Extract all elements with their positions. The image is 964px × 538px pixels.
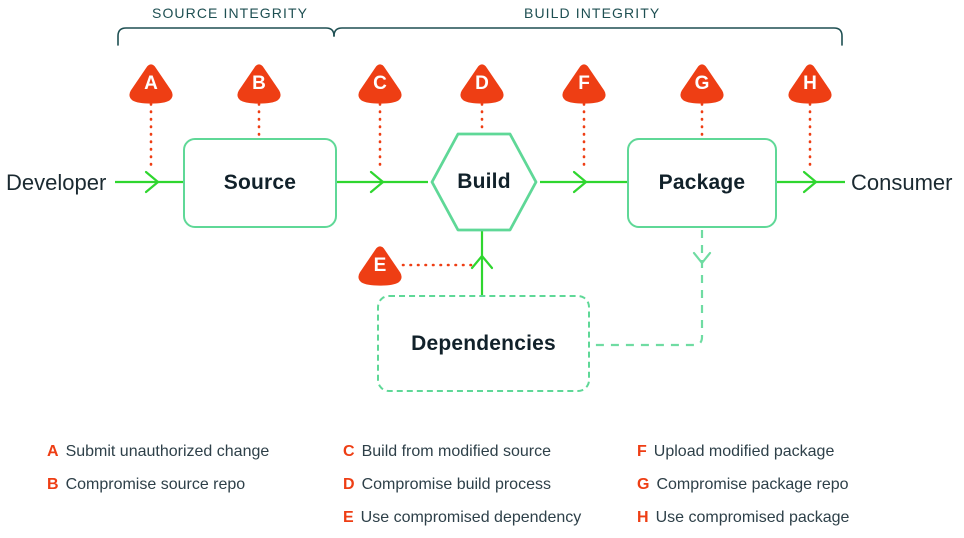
warning-triangle-icon	[129, 64, 173, 104]
warning-triangle-icon	[788, 64, 832, 104]
node-dependencies-label: Dependencies	[411, 331, 556, 355]
legend-item-b: B Compromise source repo	[47, 476, 245, 494]
legend-text-a: Submit unauthorized change	[65, 443, 270, 460]
warning-triangle-icon	[358, 246, 402, 286]
legend-text-g: Compromise package repo	[656, 476, 849, 493]
legend-key-h: H	[637, 509, 649, 526]
bracket-build-integrity	[333, 27, 843, 46]
legend-key-f: F	[637, 443, 647, 460]
warning-triangle-icon	[680, 64, 724, 104]
legend-key-c: C	[343, 443, 355, 460]
legend-key-a: A	[47, 443, 59, 460]
node-dependencies[interactable]: Dependencies	[377, 295, 590, 392]
legend-item-e: E Use compromised dependency	[343, 509, 581, 527]
flow-package-to-consumer	[777, 170, 845, 194]
legend-item-a: A Submit unauthorized change	[47, 443, 269, 461]
legend-key-e: E	[343, 509, 354, 526]
threat-marker-h-letter: H	[803, 73, 817, 94]
legend-text-d: Compromise build process	[361, 476, 551, 493]
bracket-source-integrity	[117, 27, 335, 46]
actor-developer: Developer	[6, 170, 107, 195]
actor-consumer: Consumer	[851, 170, 953, 195]
threat-marker-e[interactable]: E	[357, 244, 403, 286]
legend-text-h: Use compromised package	[655, 509, 850, 526]
node-build-shape	[430, 132, 538, 232]
threat-marker-f[interactable]: F	[561, 62, 607, 104]
node-build[interactable]: Build	[428, 130, 540, 234]
threat-marker-c-letter: C	[373, 73, 387, 94]
threat-marker-d-letter: D	[475, 73, 489, 94]
legend-key-b: B	[47, 476, 59, 493]
legend-item-g: G Compromise package repo	[637, 476, 849, 494]
bracket-label-source-integrity: SOURCE INTEGRITY	[152, 5, 309, 21]
node-package-label: Package	[658, 171, 746, 194]
legend-item-c: C Build from modified source	[343, 443, 551, 461]
legend-key-g: G	[637, 476, 650, 493]
warning-triangle-icon	[237, 64, 281, 104]
legend-item-f: F Upload modified package	[637, 443, 834, 461]
flow-package-return-arrowhead	[692, 251, 712, 265]
warning-triangle-icon	[460, 64, 504, 104]
flow-dependencies-to-build	[470, 230, 494, 295]
legend-text-c: Build from modified source	[361, 443, 551, 460]
flow-source-to-build	[337, 170, 428, 194]
threat-marker-g[interactable]: G	[679, 62, 725, 104]
threat-marker-d[interactable]: D	[459, 62, 505, 104]
threat-marker-f-letter: F	[578, 73, 590, 94]
threat-marker-b-letter: B	[252, 73, 266, 94]
threat-marker-a[interactable]: A	[128, 62, 174, 104]
flow-package-to-dependencies	[592, 230, 704, 347]
flow-developer-to-source	[115, 170, 183, 194]
threat-marker-g-letter: G	[694, 73, 710, 94]
legend-text-b: Compromise source repo	[65, 476, 246, 493]
warning-triangle-icon	[562, 64, 606, 104]
threat-marker-h[interactable]: H	[787, 62, 833, 104]
node-source-label: Source	[223, 171, 297, 194]
bracket-label-build-integrity: BUILD INTEGRITY	[524, 5, 661, 21]
node-source[interactable]: Source	[183, 138, 337, 228]
legend-key-d: D	[343, 476, 355, 493]
node-build-label: Build	[457, 170, 511, 193]
flow-build-to-package	[540, 170, 627, 194]
legend-text-e: Use compromised dependency	[360, 509, 582, 526]
legend-text-f: Upload modified package	[653, 443, 835, 460]
warning-triangle-icon	[358, 64, 402, 104]
legend-item-h: H Use compromised package	[637, 509, 849, 527]
threat-marker-b[interactable]: B	[236, 62, 282, 104]
threat-marker-e-letter: E	[373, 255, 387, 276]
threat-marker-a-letter: A	[144, 73, 158, 94]
threat-marker-c[interactable]: C	[357, 62, 403, 104]
node-package[interactable]: Package	[627, 138, 777, 228]
legend-item-d: D Compromise build process	[343, 476, 551, 494]
